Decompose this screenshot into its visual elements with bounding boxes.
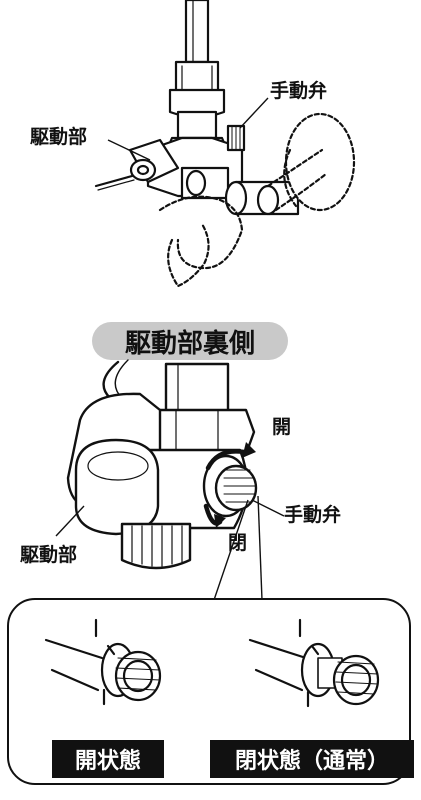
closed-state-tag: 閉状態（通常） [210, 740, 414, 778]
actuator-label-back: 駆動部 [20, 544, 78, 566]
valve-state-illustrations [44, 618, 380, 708]
valve-state-detail-box [7, 598, 411, 785]
manual-valve-label-back: 手動弁 [284, 504, 342, 526]
open-direction-label: 開 [272, 416, 292, 438]
open-state-tag: 開状態 [52, 740, 164, 778]
manual-valve-label-top: 手動弁 [270, 80, 328, 102]
closed-direction-label: 閉 [228, 532, 248, 554]
valve-assembly-illustration [94, 0, 356, 288]
actuator-label-top: 駆動部 [30, 126, 88, 148]
actuator-back-illustration [55, 359, 285, 600]
actuator-back-heading: 駆動部裏側 [92, 322, 288, 360]
